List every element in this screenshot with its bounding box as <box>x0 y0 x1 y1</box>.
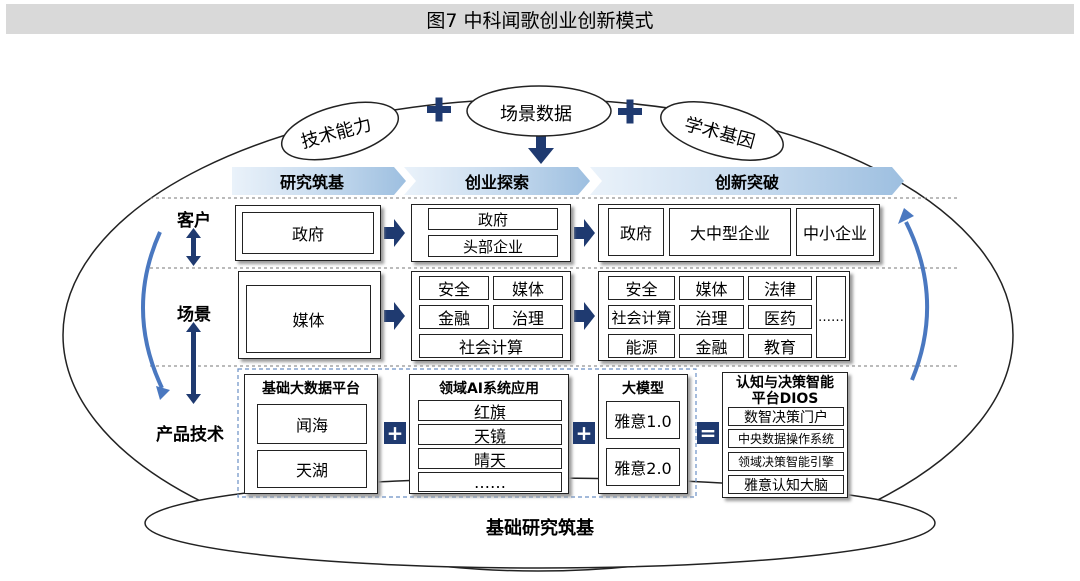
gene-ellipse-2 <box>466 85 612 137</box>
col1-product-tianhu: 天湖 <box>257 450 367 488</box>
stage-bar-3 <box>590 167 904 195</box>
col3-customer-sme: 中小企业 <box>796 208 874 256</box>
dios-portal: 数智决策门户 <box>728 407 844 426</box>
col3-scene-media: 媒体 <box>679 276 744 300</box>
gene-ellipse-1 <box>280 101 400 161</box>
col1-scene-media: 媒体 <box>246 285 371 353</box>
col2-product-title: 领域AI系统应用 <box>438 381 540 397</box>
col3-scene-social: 社会计算 <box>608 305 675 329</box>
left-curve-arrow <box>141 231 164 389</box>
product-dashed-box <box>237 368 697 498</box>
col2-scene-security: 安全 <box>419 276 489 300</box>
figure-title: 图7 中科闻歌创业创新模式 <box>6 4 1074 34</box>
row-customer-label: 客户 <box>177 211 211 231</box>
stage-bar-2 <box>404 167 590 195</box>
col2-scene-governance: 治理 <box>493 305 563 329</box>
col1-customer-gov: 政府 <box>242 212 374 254</box>
col2-product-tianjing: 天镜 <box>418 424 562 446</box>
down-arrow <box>528 134 554 164</box>
stage-bar-1 <box>232 167 406 195</box>
col2-scene-finance: 金融 <box>419 305 489 329</box>
plus-operator-1: + <box>384 421 406 445</box>
dios-title-line1: 认知与决策智能 <box>736 375 834 391</box>
stage-3-label: 创新突破 <box>714 173 779 192</box>
col3-scene-finance: 金融 <box>679 334 744 358</box>
col1-product-title: 基础大数据平台 <box>262 381 360 397</box>
col3-model-title: 大模型 <box>622 381 664 397</box>
right-curve-arrow <box>904 221 930 381</box>
dios-title-line2: 平台DIOS <box>751 391 819 407</box>
row-product-label: 产品技术 <box>156 425 224 445</box>
plus-operator-2: + <box>573 421 595 445</box>
col2-customer-gov: 政府 <box>428 208 558 230</box>
col2-customer-headcorp: 头部企业 <box>428 235 558 257</box>
col2-product-qingtian: 晴天 <box>418 448 562 470</box>
equals-operator: = <box>697 421 719 445</box>
col3-scene-more: …… <box>816 276 846 358</box>
row-scene-label: 场景 <box>177 305 211 325</box>
col3-customer-large: 大中型企业 <box>669 208 791 256</box>
col3-scene-security: 安全 <box>608 276 675 300</box>
col3-model-yayi1: 雅意1.0 <box>606 401 680 439</box>
dios-engine: 领域决策智能引擎 <box>728 452 844 471</box>
col2-product-hongqi: 红旗 <box>418 400 562 422</box>
col2-scene-media: 媒体 <box>493 276 563 300</box>
col3-customer-gov: 政府 <box>608 208 664 256</box>
dios-data-os: 中央数据操作系统 <box>728 429 844 448</box>
stage-1-label: 研究筑基 <box>279 173 344 192</box>
stage-2-label: 创业探索 <box>464 173 529 192</box>
col3-model-yayi2: 雅意2.0 <box>606 448 680 486</box>
gene-data: 场景数据 <box>500 104 572 125</box>
col1-product-wenhai: 闻海 <box>257 404 367 444</box>
col2-scene-social: 社会计算 <box>419 334 563 358</box>
col3-scene-education: 教育 <box>748 334 812 358</box>
col2-product-more: …… <box>418 472 562 492</box>
gene-ellipse-3 <box>660 101 784 161</box>
col3-scene-law: 法律 <box>748 276 812 300</box>
dios-brain: 雅意认知大脑 <box>728 475 844 494</box>
col3-scene-energy: 能源 <box>608 334 675 358</box>
base-research-label: 基础研究筑基 <box>486 518 594 539</box>
col3-scene-medicine: 医药 <box>748 305 812 329</box>
col3-scene-governance: 治理 <box>679 305 744 329</box>
